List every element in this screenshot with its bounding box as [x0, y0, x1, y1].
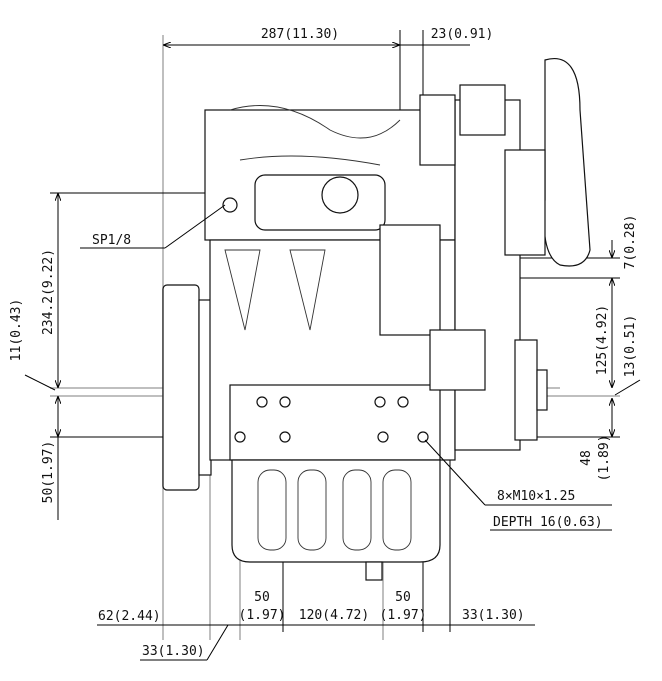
- dim-bottom-hole2-inch: (1.97): [380, 608, 427, 623]
- label-bolt-spec: 8×M10×1.25: [497, 489, 575, 504]
- dim-bottom-center: 120(4.72): [299, 608, 369, 623]
- dim-right-top: 7(0.28): [623, 215, 638, 270]
- dim-bottom-hole1-inch: (1.97): [239, 608, 286, 623]
- dim-left-height: 234.2(9.22): [41, 249, 56, 335]
- label-sp-port: SP1/8: [92, 233, 131, 248]
- engine-outline: [162, 58, 591, 581]
- dimension-lines: [24, 45, 641, 661]
- flywheel-pulley: [162, 284, 200, 491]
- dim-right-offset-top: 23(0.91): [431, 27, 494, 42]
- dim-right-offset: 13(0.51): [623, 315, 638, 378]
- oil-pan: [231, 459, 441, 563]
- fan-blade: [543, 58, 591, 267]
- dim-bottom-hole1-value: 50: [254, 590, 270, 605]
- dim-overall-width: 287(11.30): [261, 27, 339, 42]
- dim-left-offset: 11(0.43): [9, 299, 24, 362]
- label-bolt-depth: DEPTH 16(0.63): [493, 515, 603, 530]
- dim-bottom-left-sub: 33(1.30): [142, 644, 205, 659]
- dim-bottom-hole2-value: 50: [395, 590, 411, 605]
- dim-left-lower: 50(1.97): [41, 441, 56, 504]
- dim-right-middle: 125(4.92): [595, 305, 610, 375]
- dim-right-lower-value: 48: [579, 450, 594, 466]
- dim-bottom-right: 33(1.30): [462, 608, 525, 623]
- dim-right-lower-inch: (1.89): [597, 435, 612, 482]
- dim-bottom-left: 62(2.44): [98, 609, 161, 624]
